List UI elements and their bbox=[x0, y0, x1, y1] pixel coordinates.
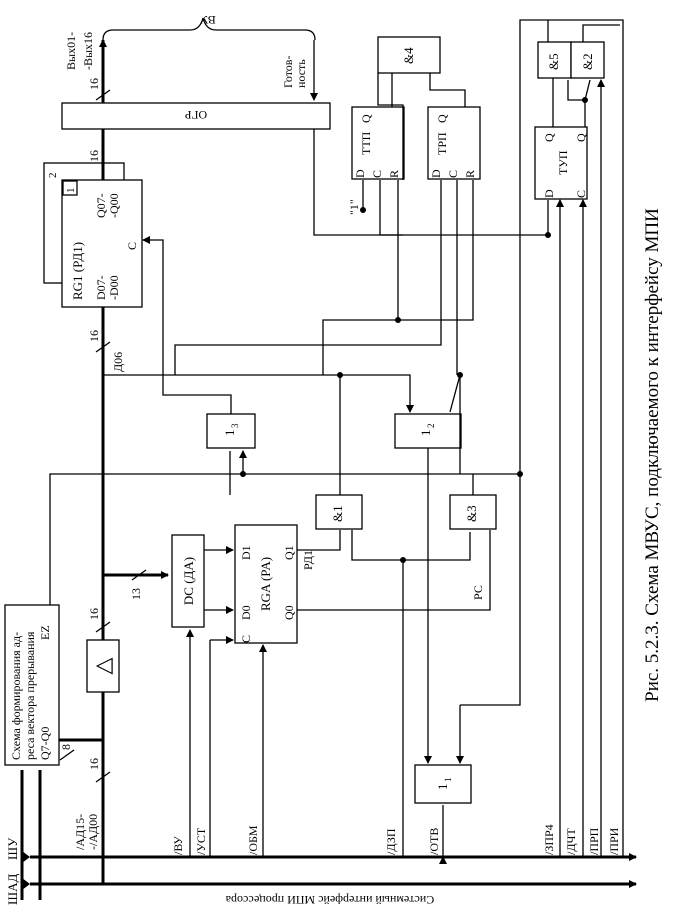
rga-label: RGA (PA) bbox=[258, 557, 273, 611]
ttp-q: Q bbox=[359, 114, 373, 123]
vector-address-block bbox=[4, 604, 60, 766]
vu-brace bbox=[102, 17, 316, 41]
dc-label: DC (ДА) bbox=[181, 557, 196, 605]
vector-l1: Схема формирования ад- bbox=[9, 632, 23, 760]
tup-q: Q bbox=[542, 133, 556, 142]
trp-trigger bbox=[427, 106, 481, 180]
vector-q: Q7-Q0 bbox=[38, 727, 52, 760]
vector-ez: EZ bbox=[38, 625, 52, 640]
and1-gate bbox=[315, 494, 363, 530]
sig-dcht: /ДЧТ bbox=[564, 828, 578, 855]
rg1-n1-box bbox=[62, 180, 78, 196]
wire-rdl: РД1 bbox=[301, 550, 315, 570]
wire-d06: Д06 bbox=[111, 352, 125, 372]
trp-label: ТРП bbox=[435, 132, 449, 155]
rg1-d: D07- bbox=[94, 275, 108, 300]
rga-c: C bbox=[239, 635, 253, 643]
or1-label: 1 bbox=[435, 784, 450, 791]
bus-buffer bbox=[86, 639, 120, 693]
or3-label: 1 bbox=[222, 430, 237, 437]
ttp-trigger bbox=[351, 106, 405, 180]
sig-prp: /ПРП bbox=[587, 827, 601, 855]
ogr-block bbox=[61, 102, 331, 130]
sig-otv: /ОТВ bbox=[427, 828, 441, 855]
rg1-d2: -D00 bbox=[107, 275, 121, 300]
ttp-r: R bbox=[387, 170, 401, 178]
rga-d1: D1 bbox=[239, 545, 253, 560]
sig-vu: /ВУ bbox=[171, 836, 185, 855]
ad-label: /АД15- bbox=[73, 814, 87, 850]
trp-c: C bbox=[446, 170, 460, 178]
and2-gate bbox=[570, 41, 605, 79]
const-one: "1" bbox=[347, 199, 361, 215]
width-16-a: 16 bbox=[87, 758, 101, 770]
ogr-label: ОГР bbox=[185, 108, 208, 122]
sig-ust: /УСТ bbox=[194, 827, 208, 855]
ttp-d: D bbox=[353, 169, 367, 178]
ttp-label: ТТП bbox=[359, 131, 373, 155]
tup-c: C bbox=[574, 190, 588, 198]
rga-q1: Q1 bbox=[282, 545, 296, 560]
or2-label: 1 bbox=[418, 430, 433, 437]
and3-gate bbox=[449, 494, 497, 530]
trp-d: D bbox=[429, 169, 443, 178]
sig-pri: /ПРИ bbox=[607, 827, 621, 855]
or3-gate bbox=[206, 413, 256, 449]
gotov2-label: ность bbox=[294, 59, 308, 88]
and5-label: &5 bbox=[546, 53, 561, 70]
bus-shad-label: ШАД bbox=[5, 873, 20, 905]
width-16-e: 16 bbox=[87, 78, 101, 90]
and2-label: &2 bbox=[580, 53, 595, 70]
tup-nq: Q bbox=[574, 133, 588, 142]
rg1-n1: 1 bbox=[65, 188, 77, 194]
system-bus bbox=[20, 770, 637, 900]
sig-dzp: /ДЗП bbox=[384, 828, 398, 855]
bus-shu-label: ШУ bbox=[5, 837, 20, 860]
rg1-register bbox=[61, 179, 143, 308]
tup-label: ТУП bbox=[556, 150, 570, 175]
or2-gate bbox=[394, 413, 462, 449]
dc-decoder bbox=[171, 534, 205, 628]
buffer-symbol: △ bbox=[90, 657, 115, 674]
rg1-q: Q07- bbox=[94, 193, 108, 218]
vector-l2: реса вектора прерывания bbox=[23, 631, 37, 760]
trp-q: Q bbox=[435, 114, 449, 123]
rg1-q2: -Q00 bbox=[107, 193, 121, 218]
vu-brace-label: ВУ bbox=[200, 13, 216, 27]
system-interface-label: Системный интерфейс МПИ процессора bbox=[225, 893, 434, 907]
rga-d0: D0 bbox=[239, 605, 253, 620]
rga-q0: Q0 bbox=[282, 605, 296, 620]
width-8: 8 bbox=[59, 744, 73, 750]
trp-r: R bbox=[463, 170, 477, 178]
figure-caption: Рис. 5.2.3. Схема МВУС, подключаемого к … bbox=[642, 208, 663, 702]
rga-register bbox=[234, 524, 298, 644]
width-16-c: 16 bbox=[87, 330, 101, 342]
rg1-c: C bbox=[125, 242, 139, 250]
ttp-c: C bbox=[370, 170, 384, 178]
or1-gate bbox=[414, 764, 472, 804]
tup-trigger bbox=[534, 126, 588, 200]
or2-sub: 2 bbox=[426, 424, 436, 429]
sig-zpr4: /ЗПР4 bbox=[542, 824, 556, 855]
or3-sub: 3 bbox=[230, 423, 240, 428]
and1-label: &1 bbox=[330, 505, 345, 522]
width-13: 13 bbox=[129, 588, 143, 600]
and4-label: &4 bbox=[401, 47, 416, 64]
and3-label: &3 bbox=[464, 505, 479, 522]
rg1-n2: 2 bbox=[47, 173, 59, 179]
ad2-label: -/АД00 bbox=[86, 814, 100, 850]
gotov-label: Готов- bbox=[281, 56, 295, 88]
wire-rs: РС bbox=[471, 585, 485, 600]
vyh2-label: -Вых16 bbox=[81, 32, 95, 70]
sig-obm: /ОБМ bbox=[246, 825, 260, 855]
width-16-d: 16 bbox=[87, 150, 101, 162]
width-16-b: 16 bbox=[87, 608, 101, 620]
vyh-label: Вых01- bbox=[64, 32, 78, 70]
and4-gate bbox=[377, 36, 441, 74]
tup-d: D bbox=[542, 189, 556, 198]
rg1-label: RG1 (РД1) bbox=[70, 242, 85, 300]
or1-sub: 1 bbox=[443, 778, 453, 783]
